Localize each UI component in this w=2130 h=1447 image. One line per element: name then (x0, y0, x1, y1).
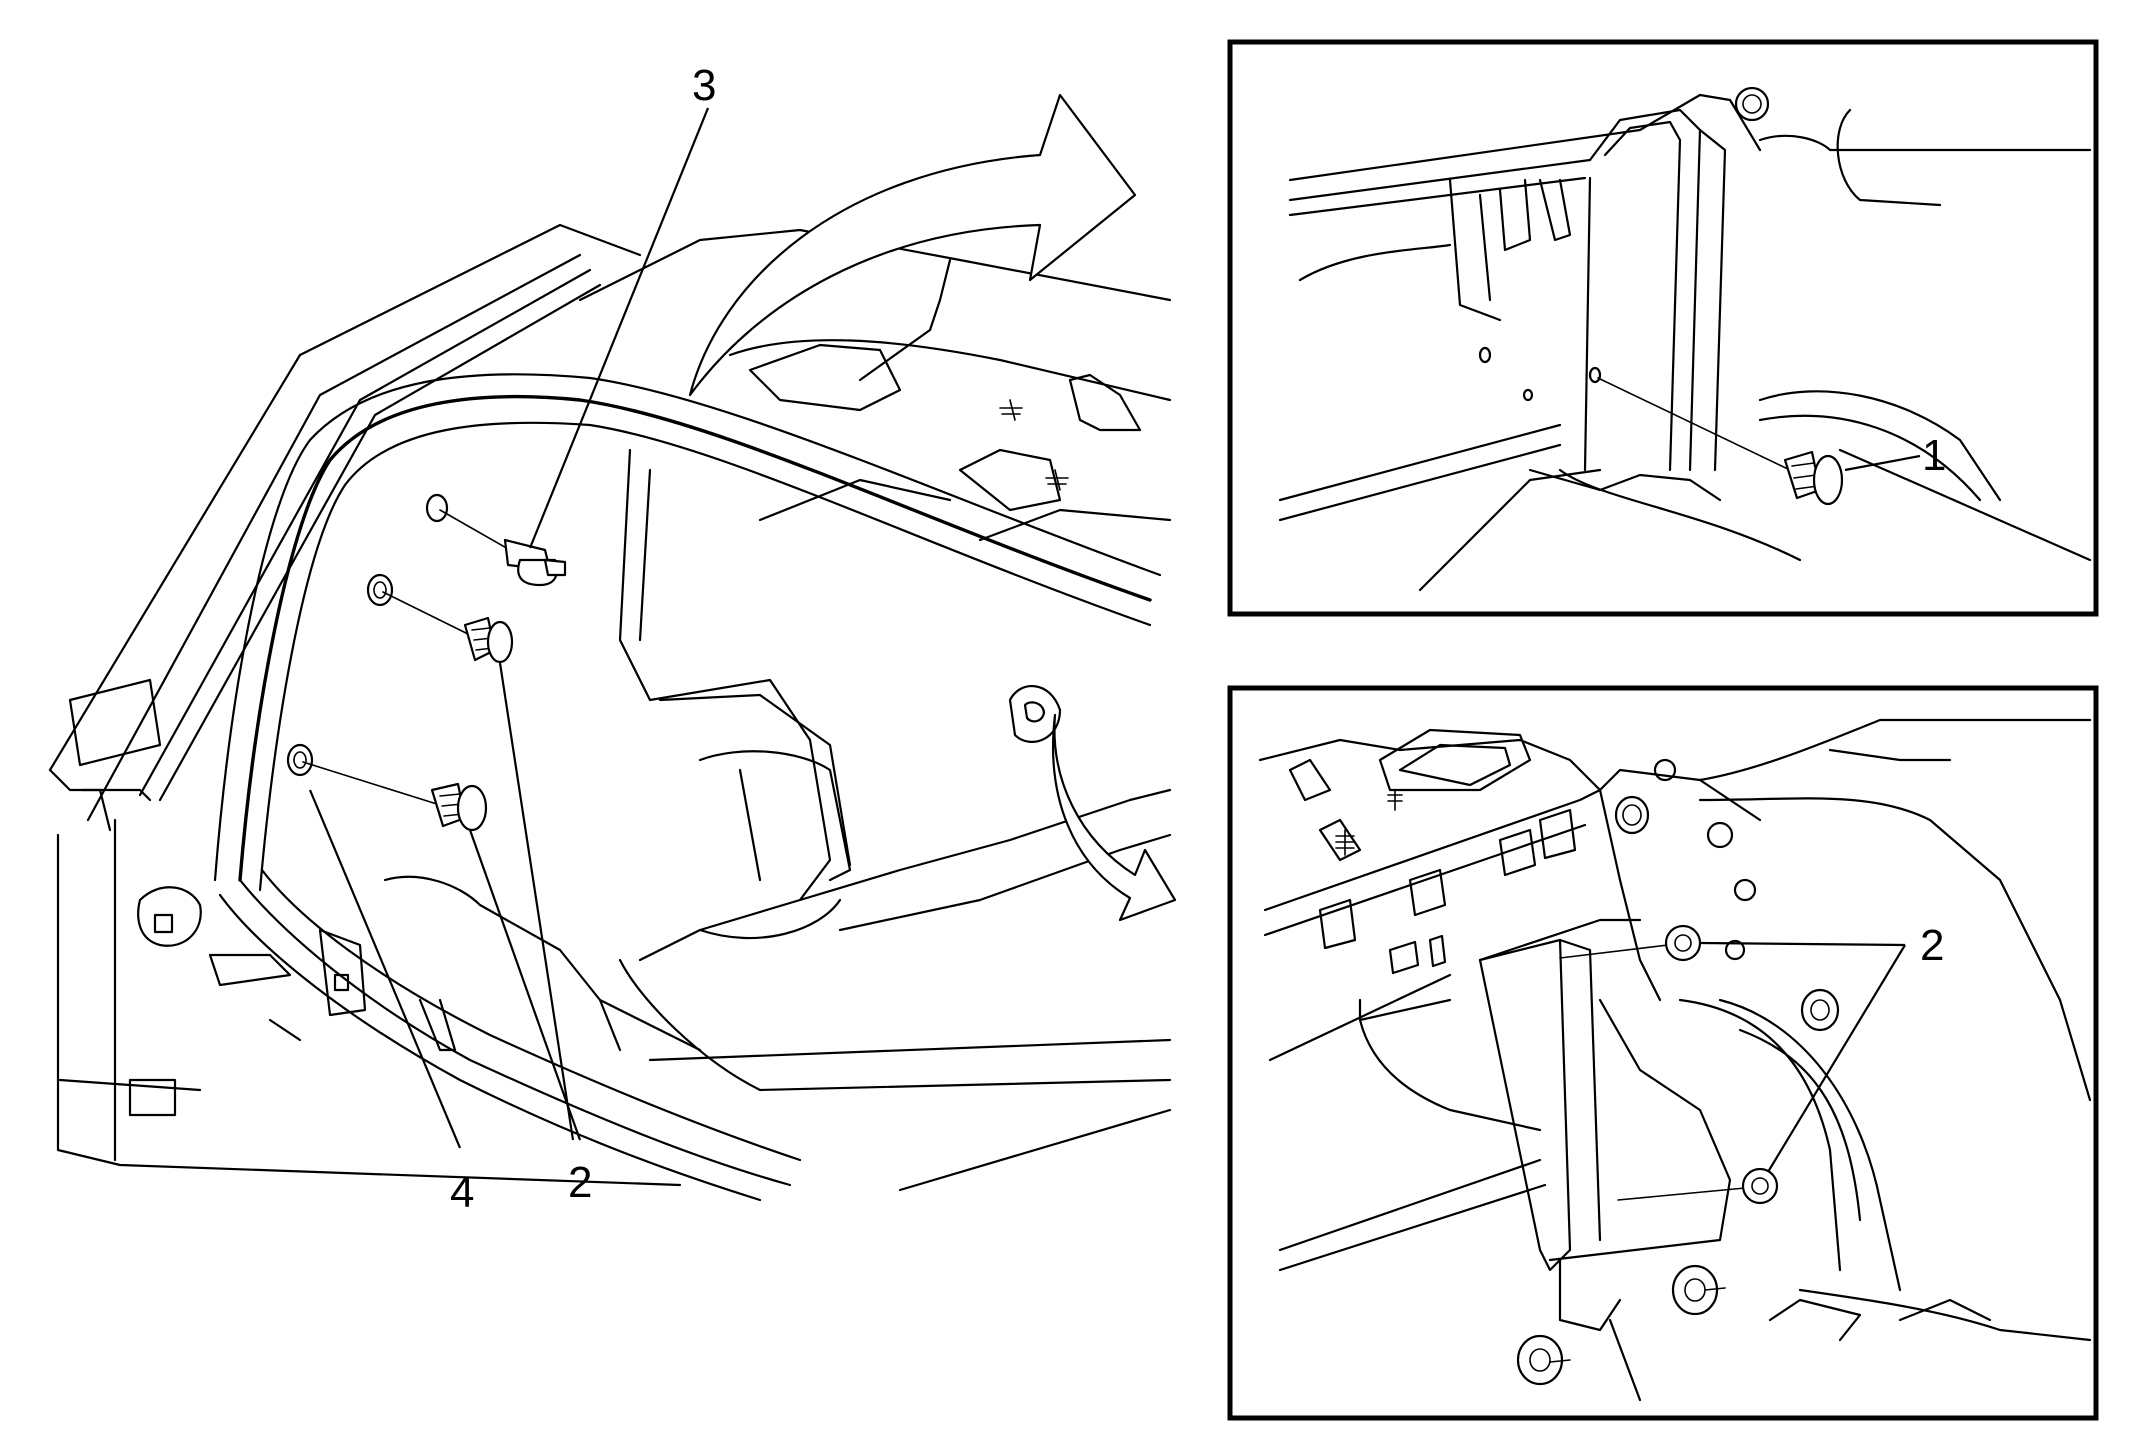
rear-shelf (578, 228, 1172, 743)
detail-arrow-icon (1051, 713, 1177, 922)
quarter-panel (48, 223, 682, 1187)
trunk-side-trim (598, 448, 1172, 1192)
nut-icon (1617, 1167, 1779, 1205)
callout-3: 3 (692, 61, 716, 110)
trunk-weatherstrip (213, 373, 1162, 1202)
push-retainer-icon (382, 591, 514, 664)
mounting-holes (286, 493, 449, 777)
callout-2: 2 (1920, 921, 1944, 970)
upper-panel-drawing (1278, 86, 2092, 592)
callout-4: 4 (450, 1168, 474, 1217)
retainer-stud-3-icon (439, 509, 567, 587)
detail-view-upper: 1 (1227, 39, 2099, 617)
rotate-arrow-icon (688, 93, 1137, 397)
push-retainer-icon (302, 761, 488, 832)
main-view: 3 4 2 (48, 61, 1177, 1217)
callout-2: 2 (568, 1158, 592, 1207)
detail-view-lower: 2 (1227, 685, 2099, 1421)
lower-panel-drawing (1258, 718, 2092, 1402)
callout-1: 1 (1922, 431, 1946, 480)
latch-details (128, 875, 622, 1117)
push-retainer-icon (1597, 377, 1844, 506)
